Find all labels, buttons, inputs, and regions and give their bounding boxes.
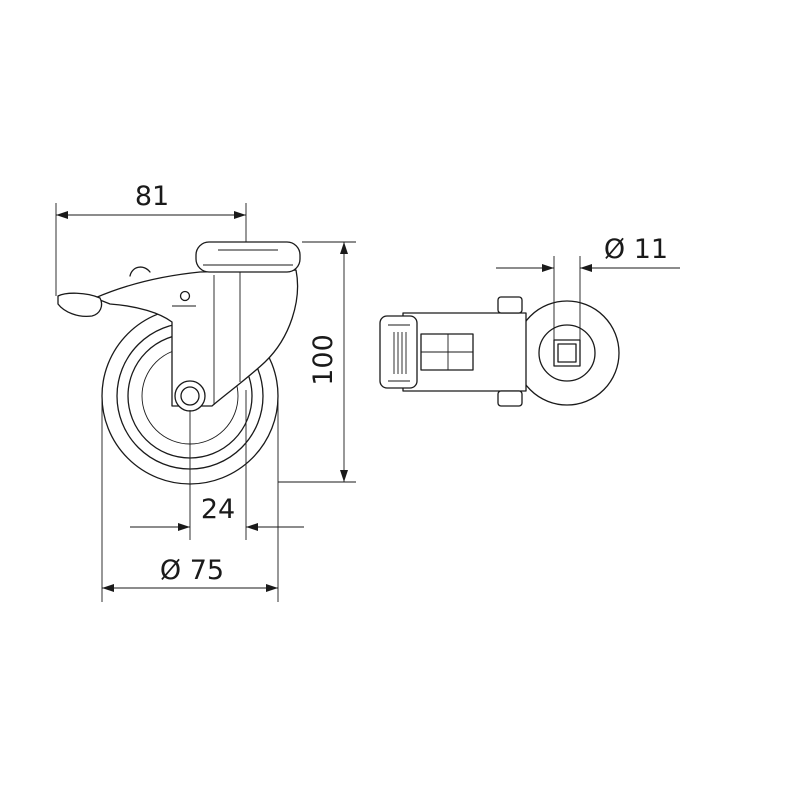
pivot-pin	[179, 290, 191, 302]
dim-75-label: Ø 75	[160, 555, 224, 586]
end-view	[379, 296, 620, 407]
side-view	[57, 241, 301, 485]
dimensions	[55, 203, 680, 602]
top-plate	[195, 241, 301, 273]
brake-lever	[57, 292, 103, 318]
dim-100-label: 100	[308, 334, 339, 386]
end-pedal	[379, 315, 418, 389]
end-nut-bottom	[497, 390, 523, 407]
end-wheel	[514, 300, 620, 406]
dim-81-label: 81	[135, 181, 169, 212]
fork	[94, 269, 299, 407]
axle	[174, 380, 206, 412]
end-nut-top	[497, 296, 523, 314]
dim-24-label: 24	[201, 494, 235, 525]
dim-11-label: Ø 11	[604, 234, 668, 265]
